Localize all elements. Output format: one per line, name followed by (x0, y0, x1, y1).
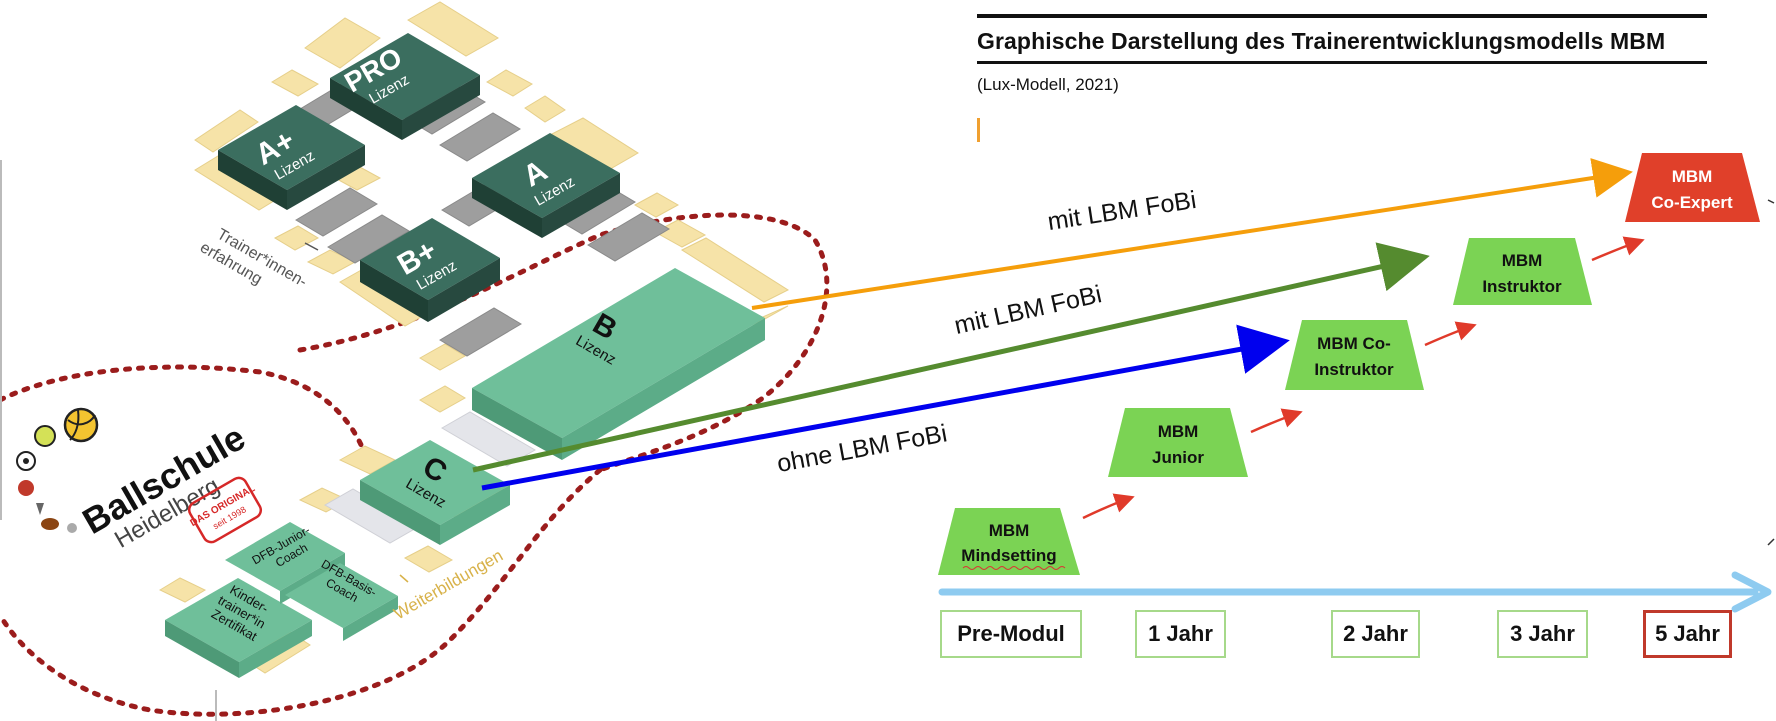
cert-basis-block (285, 563, 398, 641)
dotted-outline-lower (0, 364, 603, 717)
soccer-ball-patch (23, 458, 29, 464)
level-co-instruktor-line2: Instruktor (1314, 360, 1394, 379)
logo-text: Ballschule Heidelberg (76, 416, 252, 553)
header-rule-bottom (977, 61, 1707, 64)
level-junior: MBM Junior (1108, 408, 1248, 477)
header: Graphische Darstellung des Trainerentwic… (977, 14, 1707, 64)
level-instruktor-line1: MBM (1502, 251, 1543, 270)
step-arrow-1 (1082, 493, 1135, 520)
timeline-pre-modul: Pre-Modul (940, 610, 1082, 658)
level-instruktor-line2: Instruktor (1482, 277, 1562, 296)
license-b-plus-block (360, 218, 500, 322)
header-rule-top (977, 14, 1707, 18)
route-arrow-green (472, 242, 1430, 473)
edge-mark-top (1767, 199, 1775, 204)
timeline-2-jahr: 2 Jahr (1331, 610, 1420, 658)
experience-tick (304, 242, 319, 251)
step-arrow-4 (1591, 236, 1645, 262)
training-tick (399, 574, 409, 583)
text-cursor (977, 118, 980, 142)
level-mindsetting-line1: MBM (989, 521, 1030, 540)
stamp-border (187, 476, 263, 544)
license-a-plus-block (218, 105, 365, 210)
timeline-5-jahr: 5 Jahr (1643, 610, 1732, 658)
step-arrow-3 (1424, 321, 1477, 347)
level-co-expert-line2: Co-Expert (1651, 193, 1733, 212)
dotted-outline-upper (297, 212, 830, 473)
basketball-icon (18, 480, 34, 496)
route-arrow-orange (751, 158, 1633, 310)
shuttlecock-icon (36, 503, 44, 515)
cert-kinder-block (165, 578, 312, 678)
level-junior-line2: Junior (1152, 448, 1204, 467)
page-title: Graphische Darstellung des Trainerentwic… (977, 28, 1666, 54)
license-a-block (472, 133, 620, 238)
level-co-expert: MBM Co-Expert (1625, 153, 1760, 222)
step-arrows (1082, 236, 1645, 520)
small-ball-icon (67, 523, 77, 533)
edge-mark-bottom (1767, 538, 1775, 546)
timeline-arrow-head (1731, 571, 1772, 613)
route-arrow-blue (481, 324, 1290, 491)
level-mindsetting-line2: Mindsetting (961, 546, 1056, 565)
level-mindsetting: MBM Mindsetting (938, 508, 1080, 575)
step-arrow-2 (1250, 408, 1303, 434)
level-junior-line1: MBM (1158, 422, 1199, 441)
level-co-expert-line1: MBM (1672, 167, 1713, 186)
football-icon (41, 518, 59, 530)
level-co-instruktor-line1: MBM Co- (1317, 334, 1391, 353)
license-b-block (472, 268, 765, 460)
tennis-ball-icon (34, 425, 56, 447)
volleyball-seam (67, 409, 96, 441)
timeline-3-jahr: 3 Jahr (1497, 610, 1588, 658)
spellcheck-underline (962, 566, 1066, 570)
ballschule-logo: Ballschule Heidelberg DAS ORIGINAL seit … (16, 407, 263, 554)
license-pro-block (330, 33, 480, 140)
level-instruktor: MBM Instruktor (1453, 238, 1592, 305)
license-c-block (360, 440, 510, 545)
level-co-instruktor: MBM Co- Instruktor (1285, 320, 1424, 390)
timeline-1-jahr: 1 Jahr (1135, 610, 1226, 658)
page-subtitle: (Lux-Modell, 2021) (977, 75, 1119, 94)
lightgray-blocks (324, 411, 536, 544)
